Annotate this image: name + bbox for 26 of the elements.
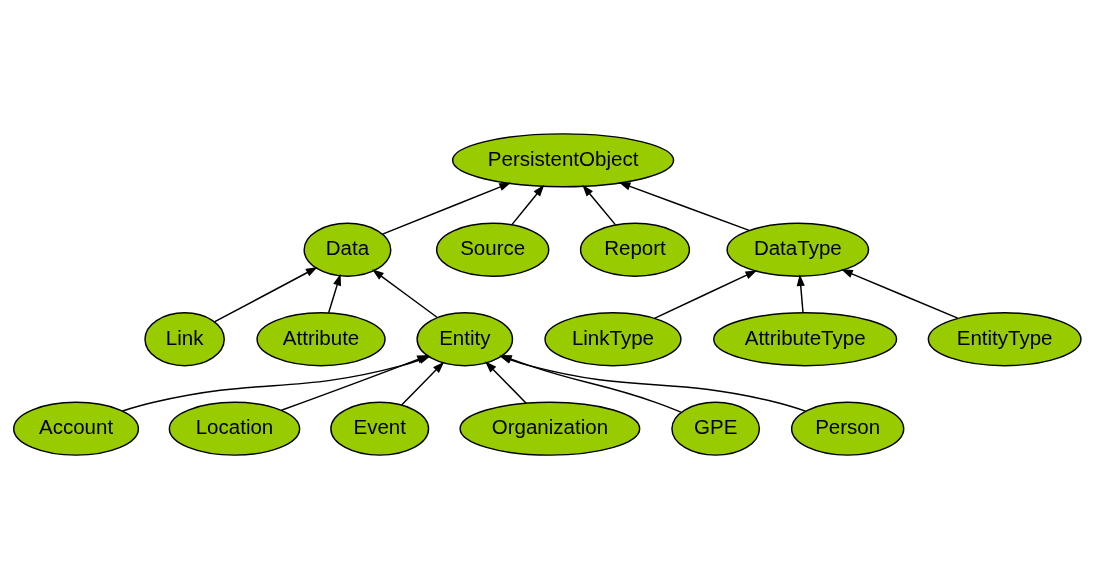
arrow	[485, 360, 527, 404]
arrow	[327, 273, 342, 313]
node-ellipse: PersistentObject	[451, 132, 675, 187]
node-ellipse: AttributeType	[713, 311, 898, 366]
node-ellipse: Report	[579, 222, 691, 277]
node-ellipse: Person	[790, 401, 905, 456]
node-ellipse: Attribute	[256, 311, 386, 366]
arrow	[618, 181, 750, 231]
node-ellipse: Source	[435, 222, 550, 277]
node-ellipse: LinkType	[544, 311, 682, 366]
node-ellipse: Link	[144, 311, 225, 366]
node-ellipse: Organization	[459, 401, 641, 456]
arrow	[511, 184, 545, 225]
arrow	[841, 268, 959, 319]
arrow	[400, 361, 445, 406]
node-ellipse: Account	[13, 401, 140, 456]
node-ellipse: EntityType	[927, 311, 1082, 366]
node-ellipse: Location	[168, 401, 301, 456]
arrow	[582, 184, 617, 225]
node-ellipse: GPE	[671, 401, 761, 456]
node-ellipse: Event	[330, 401, 430, 456]
arrow	[372, 268, 438, 318]
arrow	[796, 273, 805, 313]
arrow	[381, 182, 512, 235]
arrow	[214, 266, 318, 322]
arrow	[653, 269, 758, 319]
